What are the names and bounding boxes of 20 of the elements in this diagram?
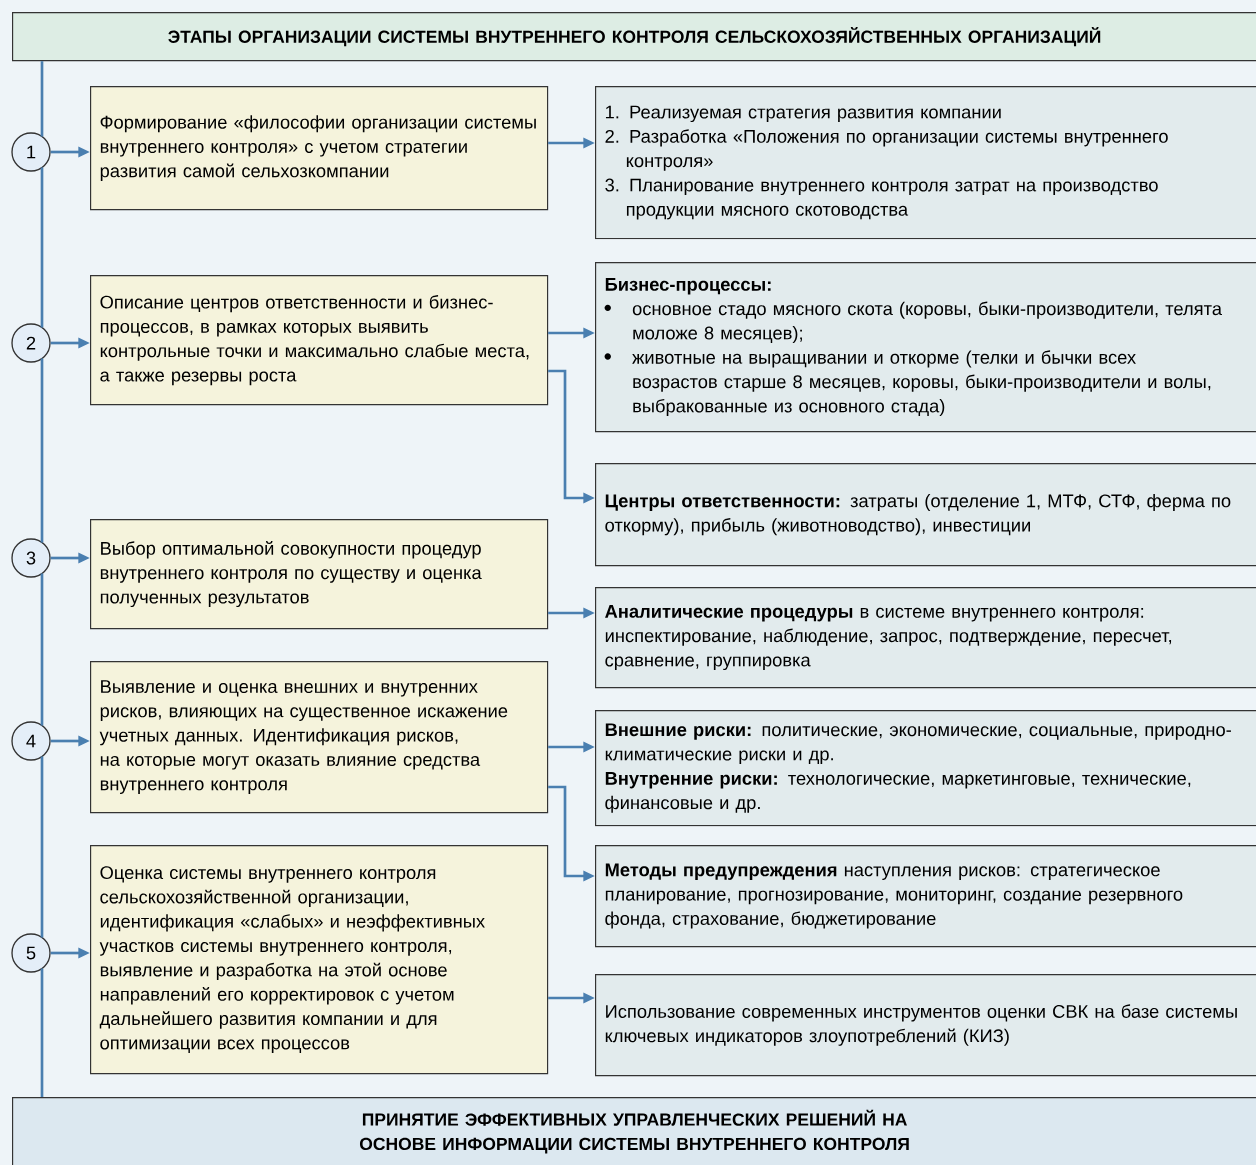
stage-box: Оценка системы внутреннего контроля сельскохозяйственной организации, идентификация «слабых» и неэффективных участков системы внутреннего контроля, выявление и разработка на этой основе направлений его корректировок с учетом дальнейшего развития компании и для оптимизации всех процессов [90, 845, 549, 1075]
vertical-line [40, 61, 44, 137]
result-box: Методы предупреждения наступления рисков: стратегическое планирование, прогнозирование, мониторинг, создание резервного фонда, страхование, бюджетирование [595, 845, 1256, 948]
result-box: 1. Реализуемая стратегия развития компании 2. Разработка «Положения по организации системы внутреннего контроля» 3. Планирование внутреннего контроля затрат на производство продукции мясного скотоводства [595, 86, 1256, 240]
vertical-line [40, 968, 44, 1097]
vertical-line [40, 358, 44, 543]
vertical-line [40, 167, 44, 328]
stage-box: Выявление и оценка внешних и внутренних рисков, влияющих на существенное искажение учетных данных. Идентификация рисков, на которые могут оказать влияние средства внутреннего контроля [90, 661, 549, 814]
result-box: Использование современных инструментов оценки СВК на базе системы ключевых индикаторов злоупотреблений (КИЗ) [595, 974, 1256, 1077]
stage-box: Описание центров ответственности и бизнес-процессов, в рамках которых выявить контрольные точки и максимально слабые места, а также резервы роста [90, 275, 549, 406]
result-box: Аналитические процедуры в системе внутреннего контроля: инспектирование, наблюдение, запрос, подтверждение, пересчет, сравнение, группировка [595, 587, 1256, 689]
stage-box: Формирование «философии организации системы внутреннего контроля» с учетом стратегии развития самой сельхозкомпании [90, 86, 549, 211]
result-box: Внешние риски: политические, экономические, социальные, природно-климатические риски и др. Внутренние риски: технологические, маркетинговые, технические, финансовые и др. [595, 710, 1256, 827]
vertical-line [40, 756, 44, 938]
result-box: Бизнес-процессы: основное стадо мясного скота (коровы, быки-производители, телята моложе 8 месяцев); животные на выращивании и откорме (телки и бычки всех возрастов старше 8 месяцев, коровы, быки-производители и волы, выбракованные из основного стада) [595, 262, 1256, 433]
stage-box: Выбор оптимальной совокупности процедур внутреннего контроля по существу и оценка полученных результатов [90, 519, 549, 630]
result-box: Центры ответственности: затраты (отделение 1, МТФ, СТФ, ферма по откорму), прибыль (животноводство), инвестиции [595, 463, 1256, 567]
heading-band: ЭТАПЫ ОРГАНИЗАЦИИ СИСТЕМЫ ВНУТРЕННЕГО КОНТРОЛЯ СЕЛЬСКОХОЗЯЙСТВЕННЫХ ОРГАНИЗАЦИЙ [12, 12, 1256, 62]
vertical-line [40, 573, 44, 726]
heading-band: ПРИНЯТИЕ ЭФФЕКТИВНЫХ УПРАВЛЕНЧЕСКИХ РЕШЕНИЙ НА ОСНОВЕ ИНФОРМАЦИИ СИСТЕМЫ ВНУТРЕННЕГО КОНТРОЛЯ [12, 1097, 1256, 1165]
